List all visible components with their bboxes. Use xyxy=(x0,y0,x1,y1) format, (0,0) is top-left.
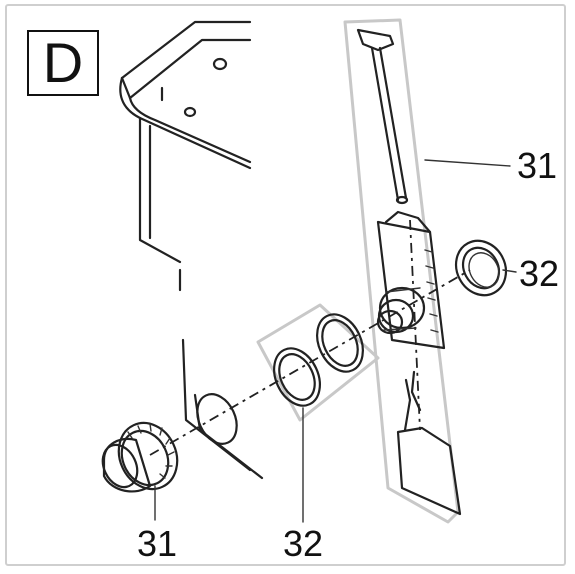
leader-31-top xyxy=(424,159,511,167)
seal-ring-thin xyxy=(196,393,238,445)
float-paddle xyxy=(396,370,462,516)
valve-body xyxy=(376,210,446,350)
callout-32-bottom-center: 32 xyxy=(283,523,324,564)
assembly-31-group-outline xyxy=(343,18,460,524)
figure-frame xyxy=(5,4,566,566)
seal-pair-group-outline xyxy=(256,303,380,422)
connector-nut xyxy=(101,421,179,493)
seal-ring-pair xyxy=(273,313,364,407)
callout-32-right: 32 xyxy=(519,253,560,294)
seal-ring-right xyxy=(454,239,508,297)
callout-31-bottom-left: 31 xyxy=(137,523,178,564)
filter-housing xyxy=(119,20,264,480)
panel-letter-label: D xyxy=(27,30,99,96)
assembly-axis xyxy=(149,269,471,456)
callout-31-top-right: 31 xyxy=(517,145,558,186)
float-rod xyxy=(356,28,409,205)
leader-32-right xyxy=(502,269,517,273)
